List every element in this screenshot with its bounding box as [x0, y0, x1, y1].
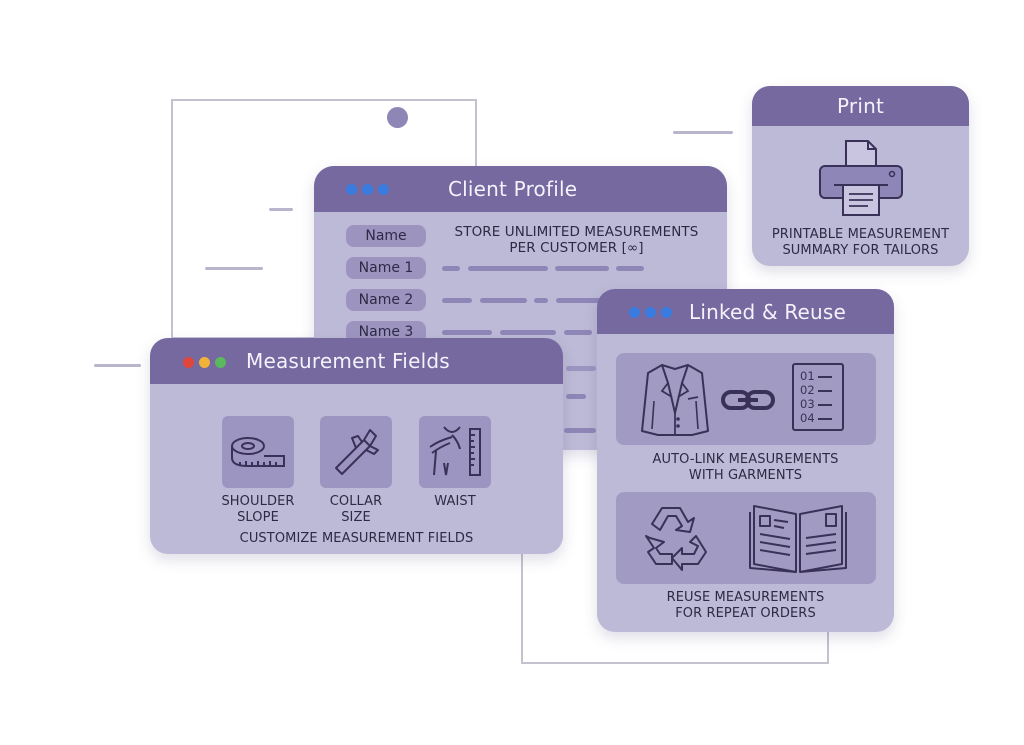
placeholder-bar [500, 330, 556, 335]
list-item: 04 [800, 411, 842, 425]
window-dot [346, 184, 357, 195]
print-title: Print [836, 94, 884, 118]
decor-line [673, 131, 733, 134]
linked-reuse-title: Linked & Reuse [689, 300, 847, 324]
placeholder-bar [442, 266, 460, 271]
jacket-icon [640, 361, 710, 439]
window-dot [645, 307, 656, 318]
link-chain-icon [720, 388, 776, 412]
waist-label: WAIST [434, 494, 476, 509]
shoulder-slope-label: SHOULDER SLOPE [221, 494, 295, 525]
auto-link-caption: AUTO-LINK MEASUREMENTS WITH GARMENTS [652, 452, 839, 483]
placeholder-bar [442, 330, 492, 335]
numbered-list-icon: 01 02 03 04 [792, 363, 844, 431]
window-dots [629, 307, 672, 318]
window-dot [629, 307, 640, 318]
window-dot-green [215, 357, 226, 368]
window-dot [362, 184, 373, 195]
list-item: 01 [800, 369, 842, 383]
measurement-fields-panel: Measurement Fields [150, 338, 563, 554]
name-field[interactable]: Name 3 [346, 321, 426, 343]
auto-link-card[interactable]: 01 02 03 04 [616, 353, 876, 445]
print-caption: PRINTABLE MEASUREMENT SUMMARY FOR TAILOR… [771, 227, 950, 258]
name-field[interactable]: Name 2 [346, 289, 426, 311]
print-header: Print [752, 86, 969, 126]
tape-measure-icon [231, 437, 285, 467]
window-dot-yellow [199, 357, 210, 368]
name-field[interactable]: Name 1 [346, 257, 426, 279]
placeholder-bar [442, 298, 472, 303]
decor-line [205, 267, 263, 270]
placeholder-bar [555, 266, 609, 271]
placeholder-bar [480, 298, 527, 303]
open-book-icon [748, 502, 848, 574]
placeholder-bar [566, 366, 596, 371]
window-dots [183, 357, 226, 368]
placeholder-bar [616, 266, 644, 271]
list-item: 03 [800, 397, 842, 411]
placeholder-bar [566, 394, 586, 399]
placeholder-bar [556, 298, 606, 303]
body-ruler-icon [429, 426, 481, 476]
client-profile-title: Client Profile [448, 177, 578, 201]
name-field[interactable]: Name [346, 225, 426, 247]
window-dot-red [183, 357, 194, 368]
client-profile-header: Client Profile [314, 166, 727, 212]
measurement-fields-header: Measurement Fields [150, 338, 563, 384]
reuse-caption: REUSE MEASUREMENTS FOR REPEAT ORDERS [666, 590, 825, 621]
measurement-fields-title: Measurement Fields [246, 349, 450, 373]
placeholder-bar [468, 266, 548, 271]
unlimited-headline: STORE UNLIMITED MEASUREMENTS PER CUSTOME… [454, 224, 699, 256]
printer-icon[interactable] [816, 138, 906, 218]
recycle-icon [638, 502, 714, 572]
list-item: 02 [800, 383, 842, 397]
decor-line [269, 208, 293, 211]
shoulder-slope-tile[interactable] [222, 416, 294, 488]
frame-pin-dot [387, 107, 408, 128]
placeholder-bar [534, 298, 548, 303]
placeholder-bar [564, 330, 592, 335]
collar-size-tile[interactable] [320, 416, 392, 488]
reuse-card[interactable] [616, 492, 876, 584]
window-dot [378, 184, 389, 195]
placeholder-bar [564, 428, 596, 433]
print-panel: Print PRINTABLE MEASUREMENT SUMMARY FOR … [752, 86, 969, 266]
linked-reuse-panel: Linked & Reuse 01 [597, 289, 894, 632]
window-dots [346, 184, 389, 195]
window-dot [661, 307, 672, 318]
waist-tile[interactable] [419, 416, 491, 488]
linked-reuse-header: Linked & Reuse [597, 289, 894, 334]
customize-caption: CUSTOMIZE MEASUREMENT FIELDS [239, 531, 474, 546]
collar-size-label: COLLAR SIZE [329, 494, 383, 525]
decor-line [94, 364, 141, 367]
caliper-icon [335, 429, 379, 475]
